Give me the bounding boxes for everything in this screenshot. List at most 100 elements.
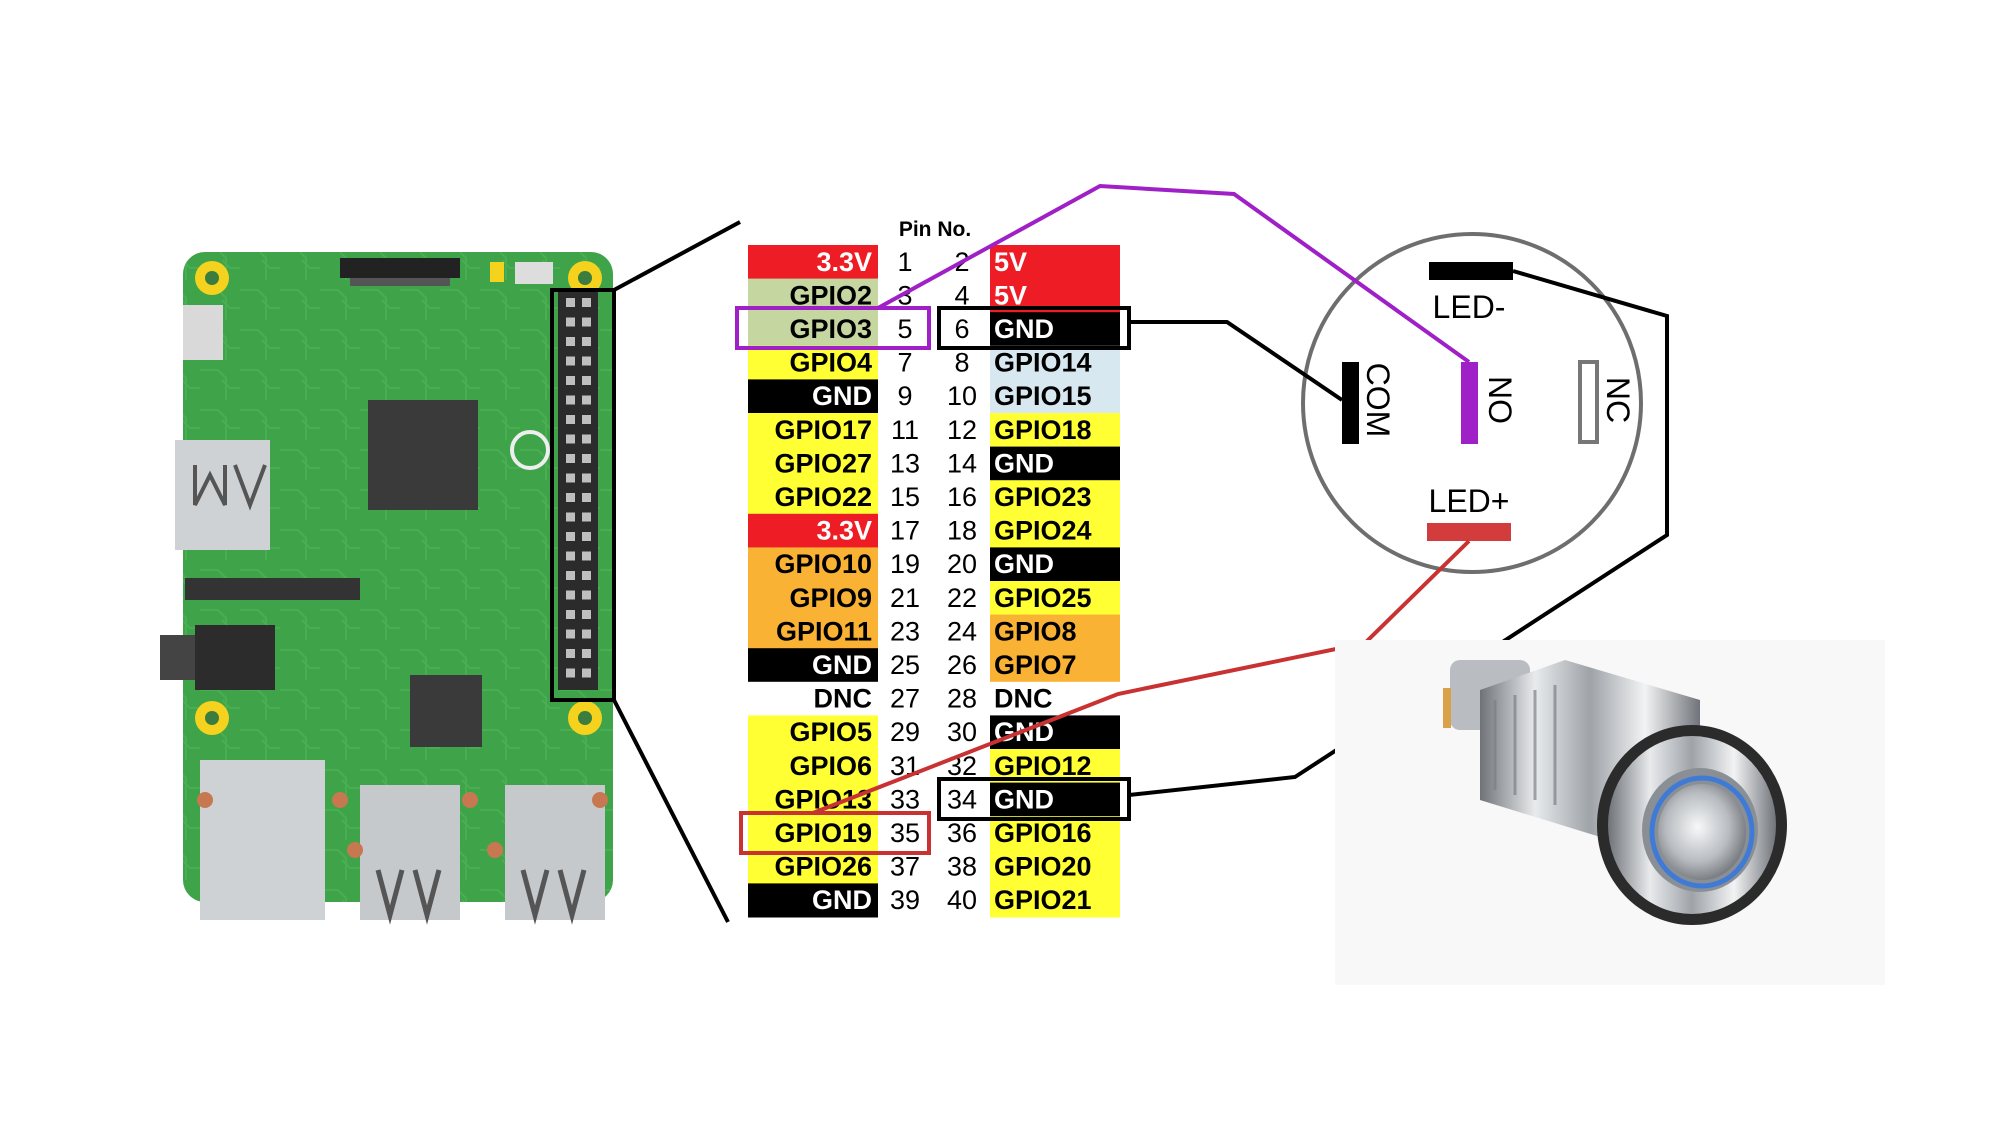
left-pin-number: 5	[897, 314, 912, 344]
left-pin-number: 11	[891, 415, 919, 445]
zoom-line-top	[613, 220, 741, 292]
header-pin	[566, 532, 575, 541]
left-pin-cell	[748, 681, 878, 716]
right-pin-number: 6	[954, 314, 969, 344]
right-pin-label: GND	[994, 784, 1054, 814]
zoom-line-bottom	[612, 699, 730, 923]
left-pin-label: GPIO4	[789, 348, 872, 378]
right-pin-number: 24	[947, 616, 977, 646]
left-pin-label: GPIO27	[774, 448, 872, 478]
left-pin-cell	[748, 379, 878, 414]
right-pin-label: GPIO12	[994, 751, 1092, 781]
no-pin	[1461, 362, 1478, 444]
right-pin-number: 16	[947, 482, 977, 512]
left-pin-cell	[748, 849, 878, 884]
left-pin-label: GPIO10	[774, 549, 872, 579]
right-pin-cell	[990, 413, 1120, 448]
header-pin	[582, 395, 591, 405]
header-pin	[566, 512, 575, 522]
right-pin-number: 22	[947, 583, 977, 613]
led-minus-pin	[1429, 262, 1513, 280]
header-pin	[566, 434, 575, 444]
left-pin-cell	[748, 480, 878, 515]
pin34-gnd-highlight	[937, 777, 1131, 821]
left-pin-cell	[748, 245, 878, 280]
right-pin-cell	[990, 883, 1120, 918]
header-pin	[582, 532, 591, 541]
header-pin	[582, 571, 591, 580]
right-pin-number: 10	[947, 381, 977, 411]
left-pin-cell	[748, 715, 878, 750]
left-pin-number: 9	[897, 381, 912, 411]
right-pin-number: 34	[947, 784, 977, 814]
header-pin	[566, 298, 575, 307]
switch-outline	[1301, 232, 1643, 574]
left-pin-number: 23	[890, 616, 920, 646]
left-pin-number: 29	[890, 717, 920, 747]
right-pin-cell	[990, 480, 1120, 515]
left-pin-number: 19	[890, 549, 920, 579]
gpio-header-highlight	[550, 288, 616, 702]
left-pin-label: GPIO22	[774, 482, 872, 512]
left-pin-cell	[748, 816, 878, 851]
left-pin-number: 25	[890, 650, 920, 680]
header-pin	[582, 376, 591, 385]
left-pin-label: GPIO6	[789, 751, 872, 781]
right-pin-number: 26	[947, 650, 977, 680]
gpio-header-pins	[566, 298, 591, 678]
left-pin-cell	[748, 413, 878, 448]
right-pin-number: 4	[954, 280, 969, 310]
left-pin-label: GPIO17	[774, 415, 872, 445]
left-pin-number: 7	[897, 348, 912, 378]
header-pin	[582, 415, 591, 424]
switch-pin-diagram: LED- COM NO NC LED+	[1301, 232, 1643, 574]
header-pin	[582, 337, 591, 346]
right-pin-cell	[990, 715, 1120, 750]
left-pin-number: 1	[897, 247, 912, 277]
header-pin	[582, 551, 591, 561]
right-pin-label: 5V	[994, 247, 1027, 277]
right-pin-cell	[990, 513, 1120, 548]
no-label: NO	[1482, 376, 1518, 424]
right-pin-label: GPIO21	[994, 885, 1092, 915]
header-pin	[582, 434, 591, 444]
left-pin-cell	[748, 614, 878, 649]
header-pin	[566, 415, 575, 424]
led-plus-pin	[1427, 523, 1511, 541]
right-pin-number: 38	[947, 852, 977, 882]
header-pin	[566, 551, 575, 561]
right-pin-number: 12	[947, 415, 977, 445]
right-pin-label: GPIO25	[994, 583, 1092, 613]
right-pin-cell	[990, 816, 1120, 851]
right-pin-label: GPIO7	[994, 650, 1077, 680]
gpio19-highlight	[739, 811, 931, 855]
left-pin-label: GPIO26	[774, 852, 872, 882]
right-pin-number: 8	[954, 348, 969, 378]
header-pin	[566, 668, 575, 678]
left-pin-cell	[748, 312, 878, 347]
left-pin-label: GPIO5	[789, 717, 872, 747]
right-pin-cell	[990, 782, 1120, 817]
left-pin-number: 35	[890, 818, 920, 848]
header-pin	[566, 610, 575, 619]
left-pin-cell	[748, 547, 878, 582]
left-pin-number: 27	[890, 684, 920, 714]
right-pin-cell	[990, 681, 1120, 716]
pin-number-header: Pin No.	[899, 218, 971, 241]
right-pin-label: GND	[994, 314, 1054, 344]
left-pin-cell	[748, 513, 878, 548]
nc-pin	[1578, 360, 1599, 444]
header-pin	[582, 298, 591, 307]
right-pin-label: GPIO15	[994, 381, 1092, 411]
right-pin-cell	[990, 312, 1120, 347]
gpio3-highlight	[735, 306, 931, 350]
header-pin	[566, 337, 575, 346]
